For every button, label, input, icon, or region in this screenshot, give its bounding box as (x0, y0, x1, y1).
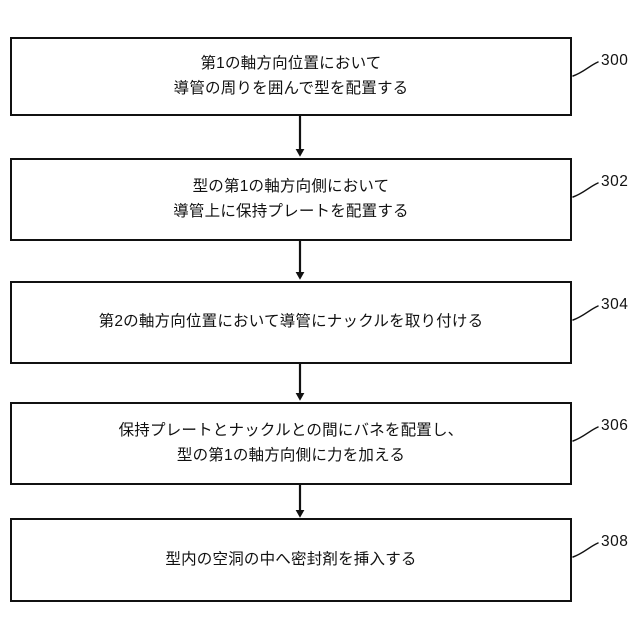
process-step-300-text: 第1の軸方向位置において 導管の周りを囲んで型を配置する (173, 55, 409, 97)
reference-numeral-302: 302 (601, 173, 629, 190)
process-step-304: 第2の軸方向位置において導管にナックルを取り付ける (10, 281, 572, 364)
reference-numeral-300: 300 (601, 52, 629, 69)
leader-line-304 (572, 305, 599, 321)
process-step-304-text: 第2の軸方向位置において導管にナックルを取り付ける (98, 313, 484, 331)
leader-line-306 (572, 426, 599, 442)
reference-numeral-306: 306 (601, 417, 629, 434)
reference-numeral-308: 308 (601, 533, 629, 550)
process-step-306-text: 保持プレートとナックルとの間にバネを配置し、 型の第1の軸方向側に力を加える (118, 422, 464, 464)
leader-line-302 (572, 182, 599, 198)
leader-line-300 (572, 61, 599, 77)
process-step-306: 保持プレートとナックルとの間にバネを配置し、 型の第1の軸方向側に力を加える (10, 402, 572, 485)
process-step-308: 型内の空洞の中へ密封剤を挿入する (10, 518, 572, 602)
reference-numeral-304: 304 (601, 296, 629, 313)
leader-line-308 (572, 542, 599, 558)
process-step-302-text: 型の第1の軸方向側において 導管上に保持プレートを配置する (173, 178, 409, 220)
process-step-302: 型の第1の軸方向側において 導管上に保持プレートを配置する (10, 158, 572, 241)
process-step-300: 第1の軸方向位置において 導管の周りを囲んで型を配置する (10, 37, 572, 116)
process-step-308-text: 型内の空洞の中へ密封剤を挿入する (165, 550, 417, 568)
